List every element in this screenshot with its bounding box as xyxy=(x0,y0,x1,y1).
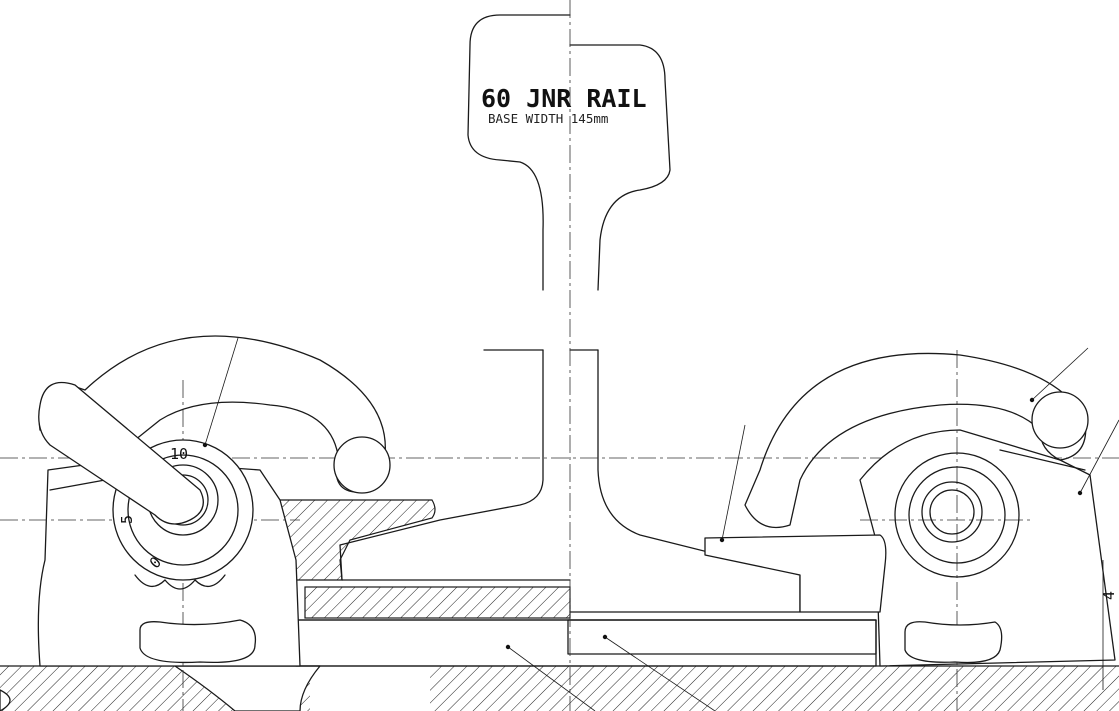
scale-label-10: 10 xyxy=(170,445,188,463)
scale-label-5: 5 xyxy=(118,515,136,524)
left-clip-assembly: 10 5 0 xyxy=(0,335,391,711)
rail-profile xyxy=(339,14,801,613)
drawing-title: 60 JNR RAIL xyxy=(481,84,647,113)
drawing-subtitle: BASE WIDTH 145mm xyxy=(488,111,608,126)
left-rail-pad xyxy=(279,499,436,581)
edge-mark: 4 xyxy=(1100,591,1118,600)
right-clip-assembly: 4 xyxy=(704,347,1119,711)
base-plates xyxy=(295,586,877,667)
leader-lines xyxy=(505,634,716,711)
sleeper-section xyxy=(0,665,1119,711)
